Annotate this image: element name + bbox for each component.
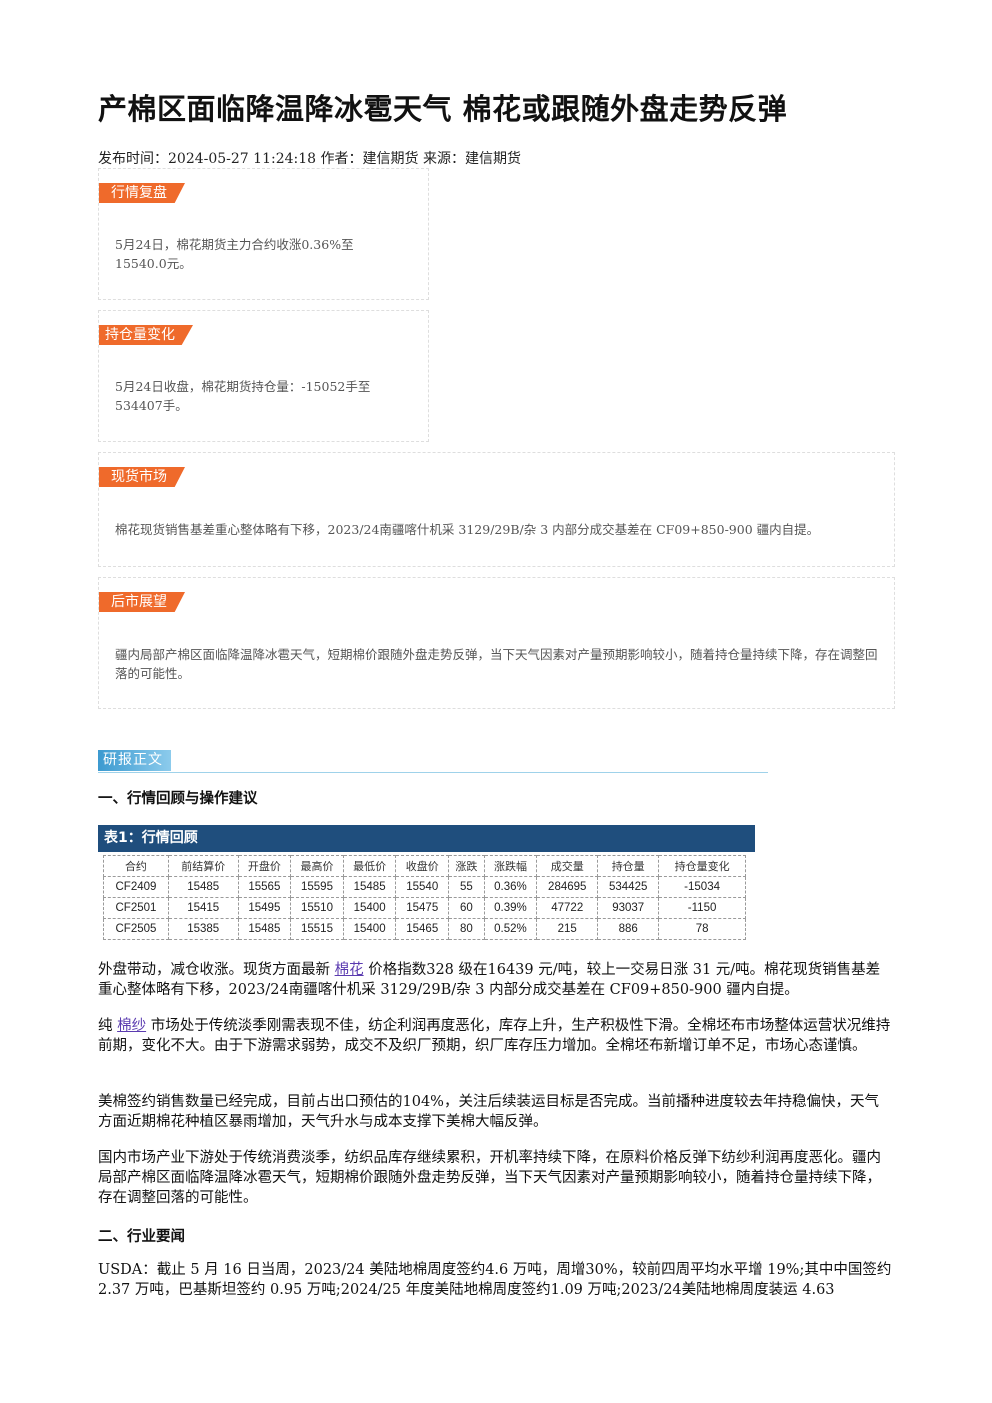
summary-box-outlook: 后市展望 疆内局部产棉区面临降温降冰雹天气，短期棉价跟随外盘走势反弹，当下天气因… [98,577,895,709]
table-cell: 0.36% [483,876,538,898]
table-cell: 93037 [597,897,660,919]
col-header: 涨跌 [448,855,485,877]
box-tag: 持仓量变化 [99,325,193,345]
table-cell: 15540 [395,876,450,898]
col-header: 持仓量 [597,855,660,877]
report-section-header: 研报正文 [98,750,768,773]
heading-market-review: 一、行情回顾与操作建议 [98,791,258,807]
paragraph-text: 外盘带动，减仓收涨。现货方面最新 [98,962,335,978]
table-cell: 15485 [237,918,292,940]
paragraph-text: 市场处于传统淡季刚需表现不佳，纺企利润再度恶化，库存上升，生产积极性下滑。全棉坯… [98,1018,891,1054]
table-header-row: 合约 前结算价 开盘价 最高价 最低价 收盘价 涨跌 涨跌幅 成交量 持仓量 持… [103,855,746,877]
table-cell: 15595 [290,876,344,898]
table-cell: 15485 [342,876,397,898]
table-cell: -1150 [658,897,746,919]
paragraph-us-cotton: 美棉签约销售数量已经完成，目前占出口预估的104%，关注后续装运目标是否完成。当… [98,1094,879,1130]
col-header: 涨跌幅 [483,855,538,877]
summary-box-market-review: 行情复盘 5月24日，棉花期货主力合约收涨0.36%至15540.0元。 [98,168,429,300]
table-cell: 0.52% [483,918,538,940]
col-header: 开盘价 [237,855,292,877]
box-tag: 行情复盘 [99,183,185,203]
cotton-link[interactable]: 棉花 [334,962,364,978]
box-tag: 后市展望 [99,592,185,612]
table-cell: -15034 [658,876,746,898]
table-row: CF2505 15385 15485 15515 15400 15465 80 … [103,918,746,940]
paragraph-yarn-market: 纯 棉纱 市场处于传统淡季刚需表现不佳，纺企利润再度恶化，库存上升，生产积极性下… [98,1016,892,1056]
table-cell: 15465 [395,918,450,940]
col-header: 成交量 [536,855,599,877]
table-cell: 15475 [395,897,450,919]
box-tag: 现货市场 [99,467,185,487]
col-header: 最高价 [290,855,344,877]
box-text: 疆内局部产棉区面临降温降冰雹天气，短期棉价跟随外盘走势反弹，当下天气因素对产量预… [115,647,878,681]
cotton-yarn-link[interactable]: 棉纱 [117,1018,147,1034]
box-text: 5月24日收盘，棉花期货持仓量：-15052手至534407手。 [115,379,371,413]
paragraph-domestic-market: 国内市场产业下游处于传统消费淡季，纺织品库存继续累积，开机率持续下降，在原料价格… [98,1150,881,1206]
table-cell: 886 [597,918,660,940]
col-header: 持仓量变化 [658,855,746,877]
table-cell: CF2505 [103,918,169,940]
article-title: 产棉区面临降温降冰雹天气 棉花或跟随外盘走势反弹 [98,92,788,126]
table-cell: 55 [448,876,485,898]
col-header: 收盘价 [395,855,450,877]
table-cell: 80 [448,918,485,940]
table-cell: 78 [658,918,746,940]
table-title: 表1：行情回顾 [98,825,755,852]
col-header: 最低价 [342,855,397,877]
summary-box-open-interest: 持仓量变化 5月24日收盘，棉花期货持仓量：-15052手至534407手。 [98,310,429,442]
paragraph-market-summary: 外盘带动，减仓收涨。现货方面最新 棉花 价格指数328 级在16439 元/吨，… [98,960,892,1000]
table-cell: 15565 [237,876,292,898]
table-cell: 15400 [342,918,397,940]
table-cell: 15495 [237,897,292,919]
table-cell: 15515 [290,918,344,940]
box-text: 5月24日，棉花期货主力合约收涨0.36%至15540.0元。 [115,237,354,271]
table-cell: 534425 [597,876,660,898]
table-cell: 15485 [167,876,239,898]
table-cell: CF2501 [103,897,169,919]
col-header: 合约 [103,855,169,877]
paragraph-text: 价格指数328 级在16439 元/吨，较上一交易日涨 31 元/吨。棉花现货销… [98,962,881,998]
article-meta: 发布时间：2024-05-27 11:24:18 作者：建信期货 来源：建信期货 [98,151,521,167]
table-cell: 15510 [290,897,344,919]
paragraph-usda: USDA：截止 5 月 16 日当周，2023/24 美陆地棉周度签约4.6 万… [98,1262,892,1298]
heading-industry-news: 二、行业要闻 [98,1229,185,1245]
table-row: CF2409 15485 15565 15595 15485 15540 55 … [103,876,746,898]
table-row: CF2501 15415 15495 15510 15400 15475 60 … [103,897,746,919]
table-cell: 47722 [536,897,599,919]
table-cell: 60 [448,897,485,919]
market-review-table: 合约 前结算价 开盘价 最高价 最低价 收盘价 涨跌 涨跌幅 成交量 持仓量 持… [103,855,746,940]
paragraph-text: 纯 [98,1018,118,1034]
table-cell: 15415 [167,897,239,919]
col-header: 前结算价 [167,855,239,877]
table-cell: 215 [536,918,599,940]
table-cell: 284695 [536,876,599,898]
table-cell: 15400 [342,897,397,919]
table-cell: CF2409 [103,876,169,898]
box-text: 棉花现货销售基差重心整体略有下移，2023/24南疆喀什机采 3129/29B/… [115,522,820,537]
summary-box-spot-market: 现货市场 棉花现货销售基差重心整体略有下移，2023/24南疆喀什机采 3129… [98,452,895,567]
table-cell: 15385 [167,918,239,940]
table-cell: 0.39% [483,897,538,919]
report-section-label: 研报正文 [98,750,171,771]
